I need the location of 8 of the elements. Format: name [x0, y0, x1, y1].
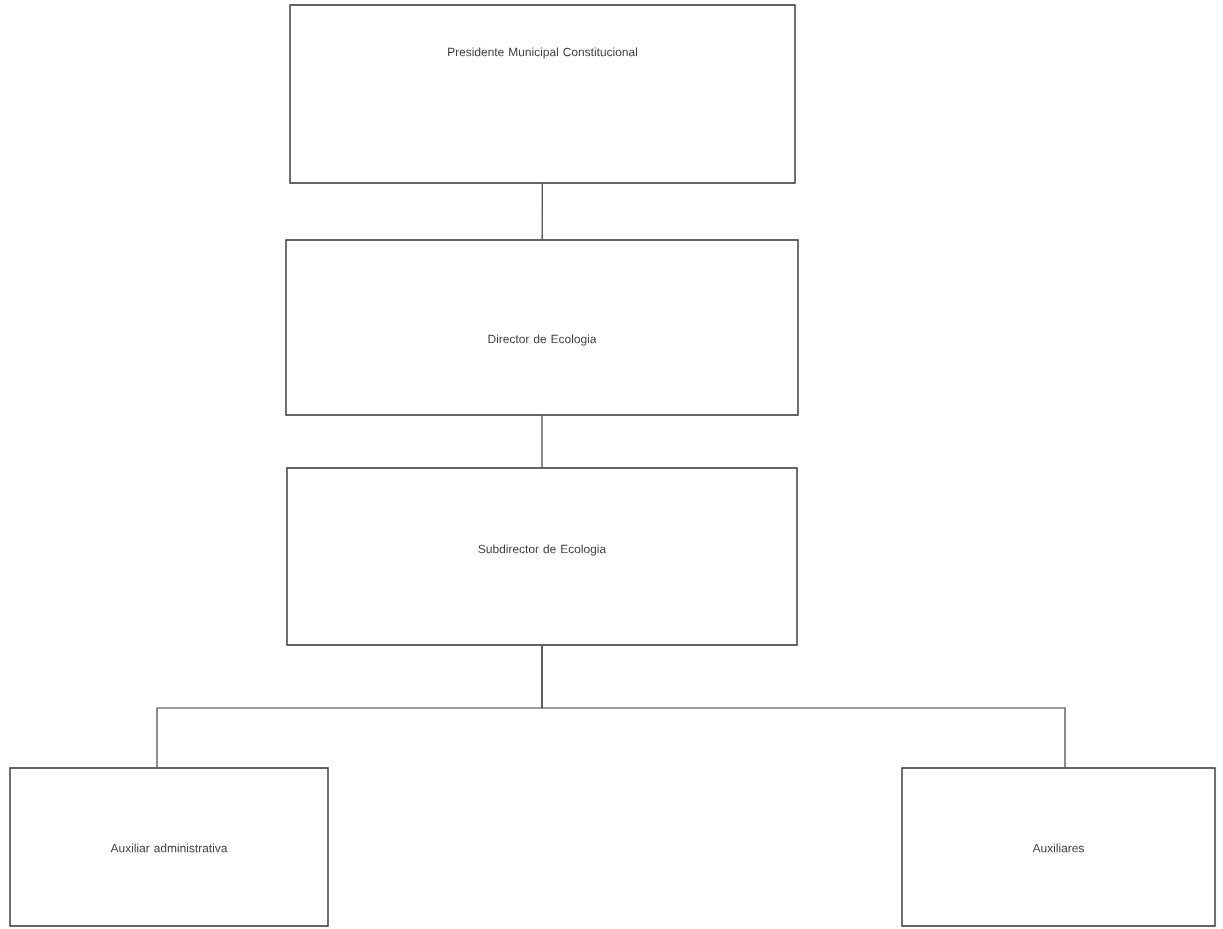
org-box: Auxiliar administrativa: [9, 767, 329, 927]
org-box: Director de Ecologia: [285, 239, 799, 416]
connector-line: [541, 415, 543, 468]
connector-line: [541, 645, 1066, 768]
org-box: Presidente Municipal Constitucional: [289, 4, 796, 184]
org-box: Auxiliares: [901, 767, 1216, 927]
connector-line: [541, 183, 543, 240]
org-box: Subdirector de Ecologia: [286, 467, 798, 646]
